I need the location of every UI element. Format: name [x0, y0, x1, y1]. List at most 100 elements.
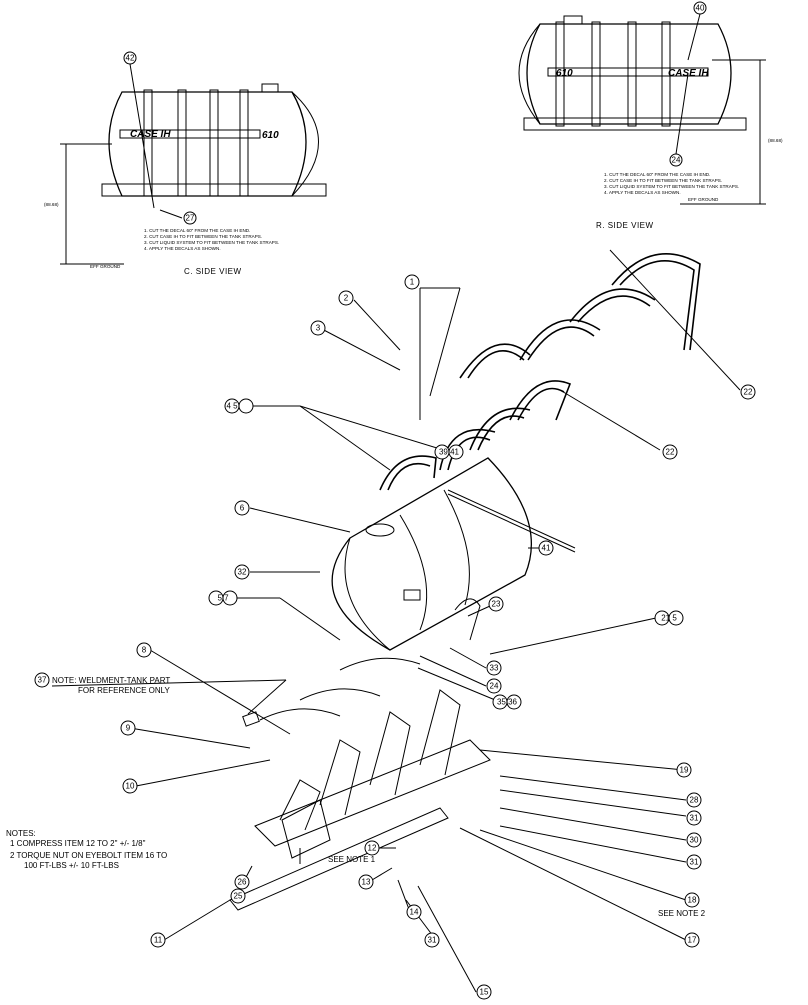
callout-31-bottom: 31 — [424, 932, 440, 948]
callout-22-mid: 22 — [662, 444, 678, 460]
see-note-2: SEE NOTE 2 — [658, 909, 706, 918]
svg-text:6: 6 — [240, 504, 245, 513]
left-step-4: 4. APPLY THE DECALS AS SHOWN. — [144, 246, 221, 251]
tank — [331, 457, 576, 651]
svg-text:35 36: 35 36 — [497, 698, 518, 707]
right-ground-label: EFF GROUND — [688, 197, 719, 202]
callout-30: 30 — [686, 832, 702, 848]
right-step-2: 2. CUT CASE IH TO FIT BETWEEN THE TANK S… — [604, 178, 722, 183]
svg-text:4 5: 4 5 — [226, 402, 238, 411]
callout-31-right-a: 31 — [686, 810, 702, 826]
right-decal-model: 610 — [556, 68, 573, 79]
svg-text:17: 17 — [688, 936, 697, 945]
svg-text:30: 30 — [690, 836, 699, 845]
callout-4-5: 4 5 — [224, 398, 254, 414]
callout-12: 12 — [364, 840, 380, 856]
svg-text:21 5: 21 5 — [661, 614, 677, 623]
svg-text:27: 27 — [186, 214, 195, 223]
svg-text:24: 24 — [672, 156, 681, 165]
right-view-caption: R. SIDE VIEW — [596, 221, 654, 230]
callout-41: 41 — [538, 540, 554, 556]
svg-text:11: 11 — [154, 936, 163, 945]
svg-text:12: 12 — [368, 844, 377, 853]
general-notes: NOTES: 1 COMPRESS ITEM 12 TO 2" +/- 1/8"… — [6, 829, 167, 870]
svg-text:13: 13 — [362, 878, 371, 887]
callout-22-top: 22 — [740, 384, 756, 400]
callout-1: 1 — [404, 274, 420, 290]
svg-text:18: 18 — [688, 896, 697, 905]
callout-right-24: 24 — [669, 153, 683, 167]
svg-text:41: 41 — [542, 544, 551, 553]
left-frame — [101, 183, 327, 197]
callout-18: 18 — [684, 892, 700, 908]
callout-28-right: 28 — [686, 792, 702, 808]
callout-21-5: 21 5 — [654, 610, 684, 626]
svg-text:9: 9 — [126, 724, 131, 733]
left-side-view: CASE IH 610 (88.68) EFF GROUND 42 27 1. … — [44, 51, 327, 276]
callout-left-27: 27 — [183, 211, 197, 225]
svg-text:22: 22 — [666, 448, 675, 457]
svg-text:10: 10 — [126, 782, 135, 791]
callout-2: 2 — [338, 290, 354, 306]
right-frame — [523, 117, 747, 131]
tank-straps-upper — [459, 253, 701, 379]
svg-text:2: 2 — [344, 294, 349, 303]
callout-9: 9 — [120, 720, 136, 736]
svg-text:31: 31 — [690, 858, 699, 867]
left-dimension: (88.68) — [44, 202, 59, 207]
callout-35-36: 35 36 — [492, 694, 522, 710]
left-decal-brand: CASE IH — [130, 129, 171, 140]
svg-text:26: 26 — [238, 878, 247, 887]
callout-left-42: 42 — [123, 51, 137, 65]
callout-32: 32 — [234, 564, 250, 580]
callout-11: 11 — [150, 932, 166, 948]
callout-31-right-b: 31 — [686, 854, 702, 870]
right-tank-body — [526, 23, 732, 125]
right-straps — [555, 21, 671, 127]
svg-text:39 41: 39 41 — [439, 448, 460, 457]
svg-text:24: 24 — [490, 682, 499, 691]
note-2-line1: 2 TORQUE NUT ON EYEBOLT ITEM 16 TO — [10, 851, 167, 860]
note-1: 1 COMPRESS ITEM 12 TO 2" +/- 1/8" — [10, 839, 146, 848]
right-lid — [563, 15, 583, 25]
left-decal-model: 610 — [262, 130, 279, 141]
callout-6: 6 — [234, 500, 250, 516]
right-step-1: 1. CUT THE DECAL 60" FROM THE CASE IH EN… — [604, 172, 710, 177]
svg-text:37: 37 — [38, 676, 47, 685]
svg-text:25: 25 — [234, 892, 243, 901]
weldment-note-line1: NOTE: WELDMENT-TANK PART — [52, 676, 170, 685]
svg-text:5 7: 5 7 — [217, 594, 229, 603]
callout-37: 37 — [34, 672, 50, 688]
right-decal-band — [547, 67, 709, 77]
callout-25: 25 — [230, 888, 246, 904]
callout-5-7: 5 7 — [208, 590, 238, 606]
svg-text:31: 31 — [690, 814, 699, 823]
left-tank-body — [108, 91, 307, 197]
svg-text:32: 32 — [238, 568, 247, 577]
svg-text:3: 3 — [316, 324, 321, 333]
callout-26: 26 — [234, 874, 250, 890]
right-side-view: 610 CASE IH (88.68) EFF GROUND 40 24 1. … — [518, 1, 783, 230]
callout-13: 13 — [358, 874, 374, 890]
left-ground-label: EFF GROUND — [90, 264, 121, 269]
right-decal-brand: CASE IH — [668, 68, 709, 79]
callout-3: 3 — [310, 320, 326, 336]
weldment-note-line2: FOR REFERENCE ONLY — [78, 686, 171, 695]
callout-19: 19 — [676, 762, 692, 778]
svg-text:28: 28 — [690, 796, 699, 805]
left-step-2: 2. CUT CASE IH TO FIT BETWEEN THE TANK S… — [144, 234, 262, 239]
callout-33: 33 — [486, 660, 502, 676]
callout-14: 14 — [406, 904, 422, 920]
right-step-3: 3. CUT LIQUID SYSTEM TO FIT BETWEEN THE … — [604, 184, 739, 189]
left-step-1: 1. CUT THE DECAL 60" FROM THE CASE IH EN… — [144, 228, 250, 233]
right-dimension: (88.68) — [768, 138, 783, 143]
callout-24: 24 — [486, 678, 502, 694]
svg-text:22: 22 — [744, 388, 753, 397]
note-2-line2: 100 FT-LBS +/- 10 FT-LBS — [24, 861, 119, 870]
see-note-1: SEE NOTE 1 — [328, 855, 376, 864]
callout-17: 17 — [684, 932, 700, 948]
left-lid — [261, 83, 279, 93]
notes-heading: NOTES: — [6, 829, 36, 838]
